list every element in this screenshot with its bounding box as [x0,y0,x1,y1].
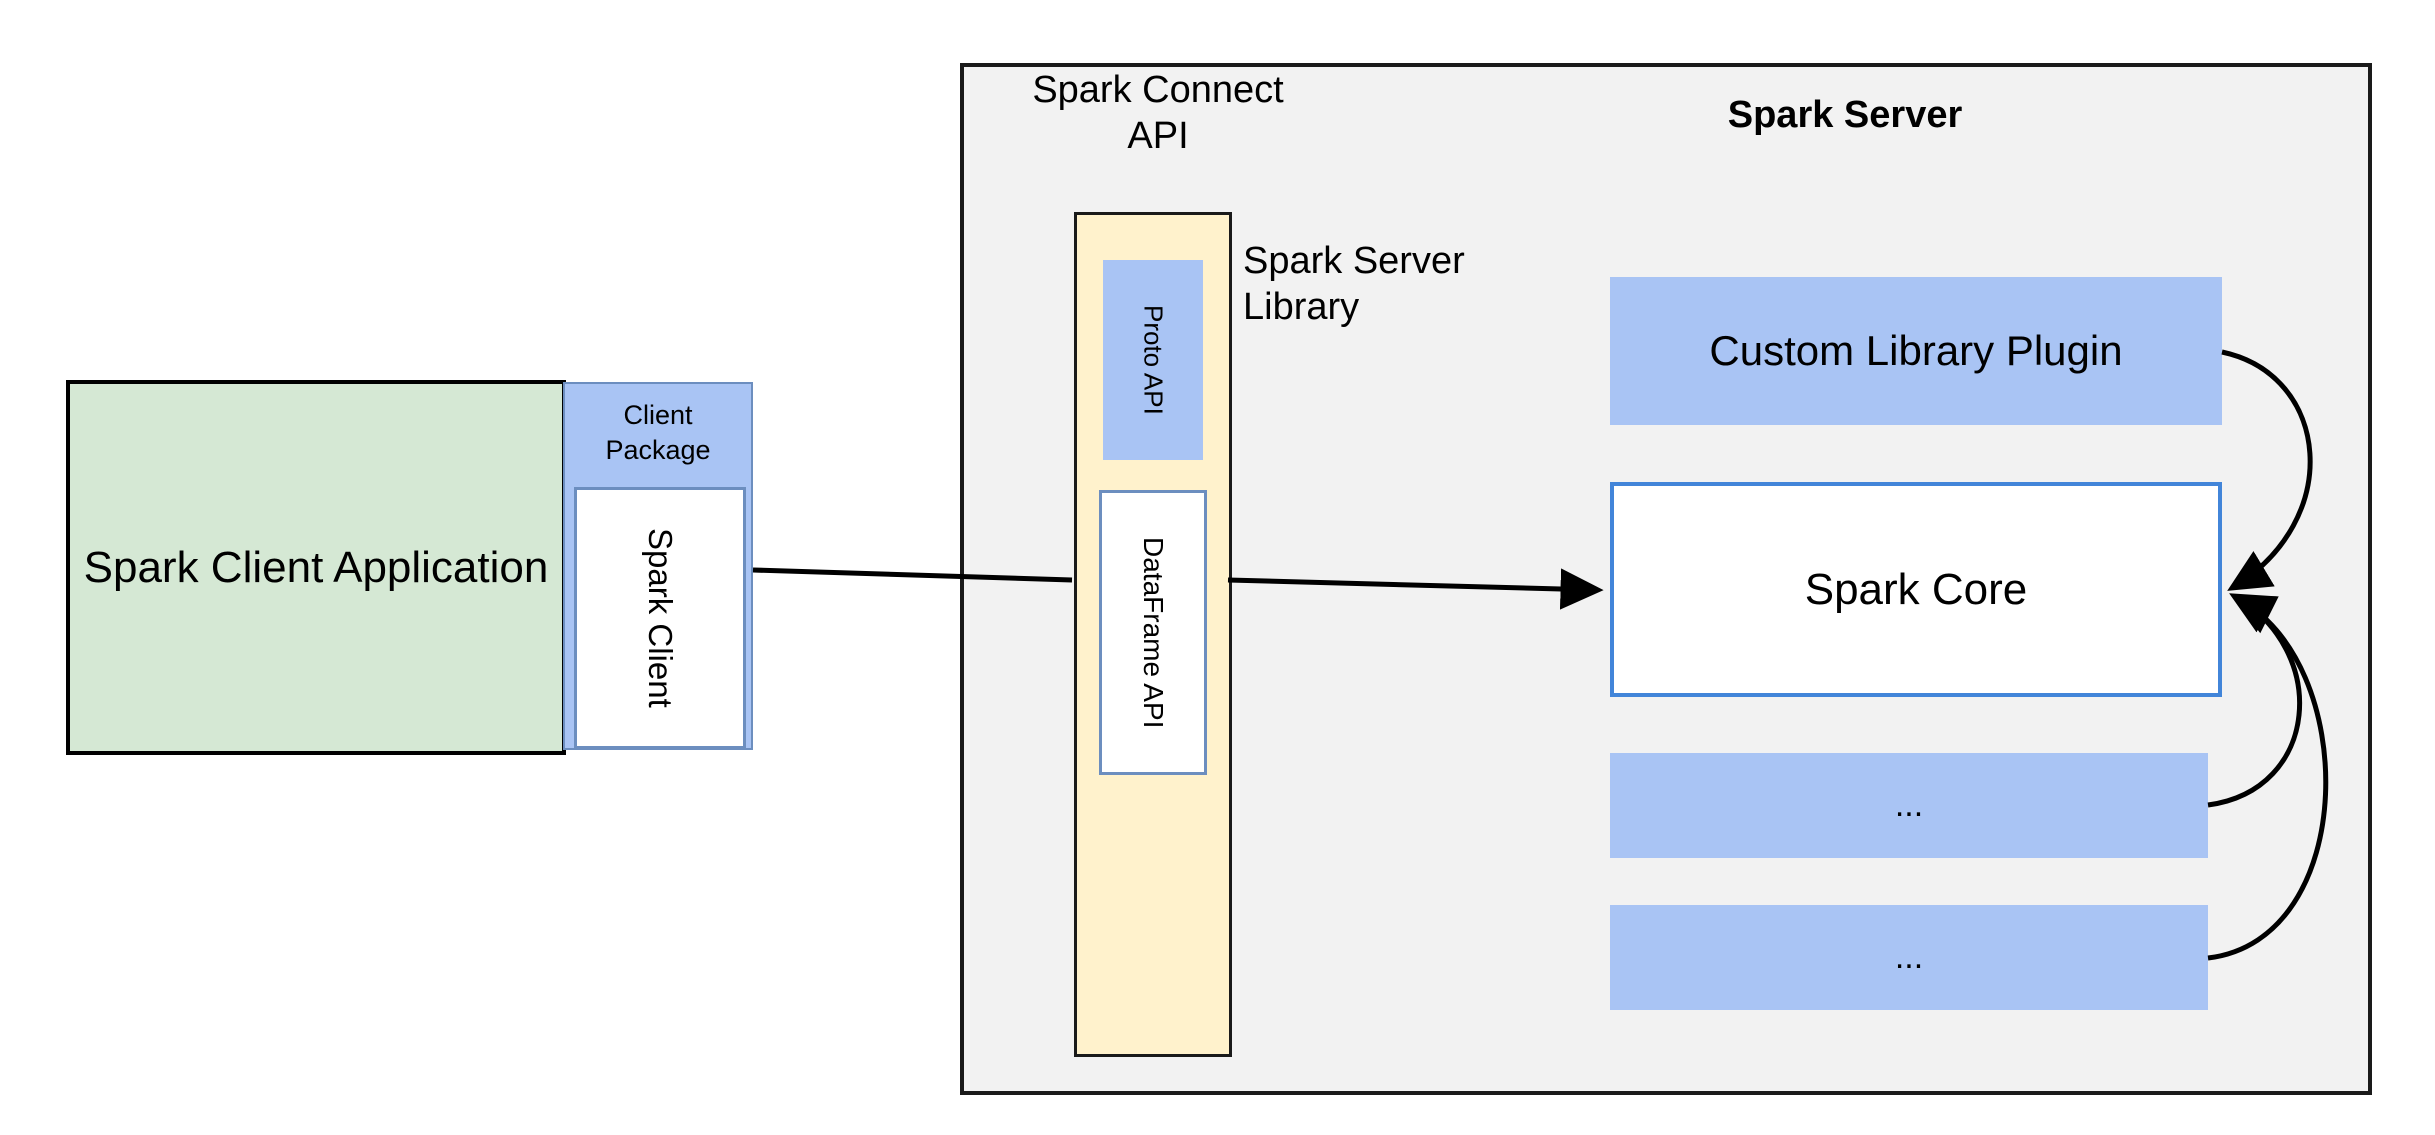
spark-core-box: Spark Core [1610,482,2222,697]
client-package-label: Client Package [605,400,711,465]
plugin-placeholder-label-2: ... [1894,938,1924,976]
plugin-placeholder-box-2: ... [1610,905,2208,1010]
spark-server-title: Spark Server [1727,94,1963,136]
spark-server-library-column: Proto API DataFrame API [1074,212,1232,1057]
spark-client-application-label: Spark Client Application [83,542,549,592]
plugin-placeholder-box-1: ... [1610,753,2208,858]
dataframe-api-label: DataFrame API [1138,536,1169,729]
spark-connect-api-label: Spark Connect API [1032,69,1284,158]
spark-server-library-label: Spark Server Library [1243,240,1465,329]
spark-core-label: Spark Core [1804,564,2028,614]
spark-client-label: Spark Client [642,528,679,708]
spark-client-box: Spark Client [574,487,746,749]
proto-api-box: Proto API [1103,260,1203,460]
proto-api-label: Proto API [1138,305,1169,415]
spark-client-application-box: Spark Client Application [66,380,566,755]
plugin-placeholder-label-1: ... [1894,786,1924,824]
client-package-box: Client Package Spark Client [563,382,753,750]
dataframe-api-box: DataFrame API [1099,490,1207,775]
custom-library-plugin-label: Custom Library Plugin [1709,327,2123,374]
custom-library-plugin-box: Custom Library Plugin [1610,277,2222,425]
